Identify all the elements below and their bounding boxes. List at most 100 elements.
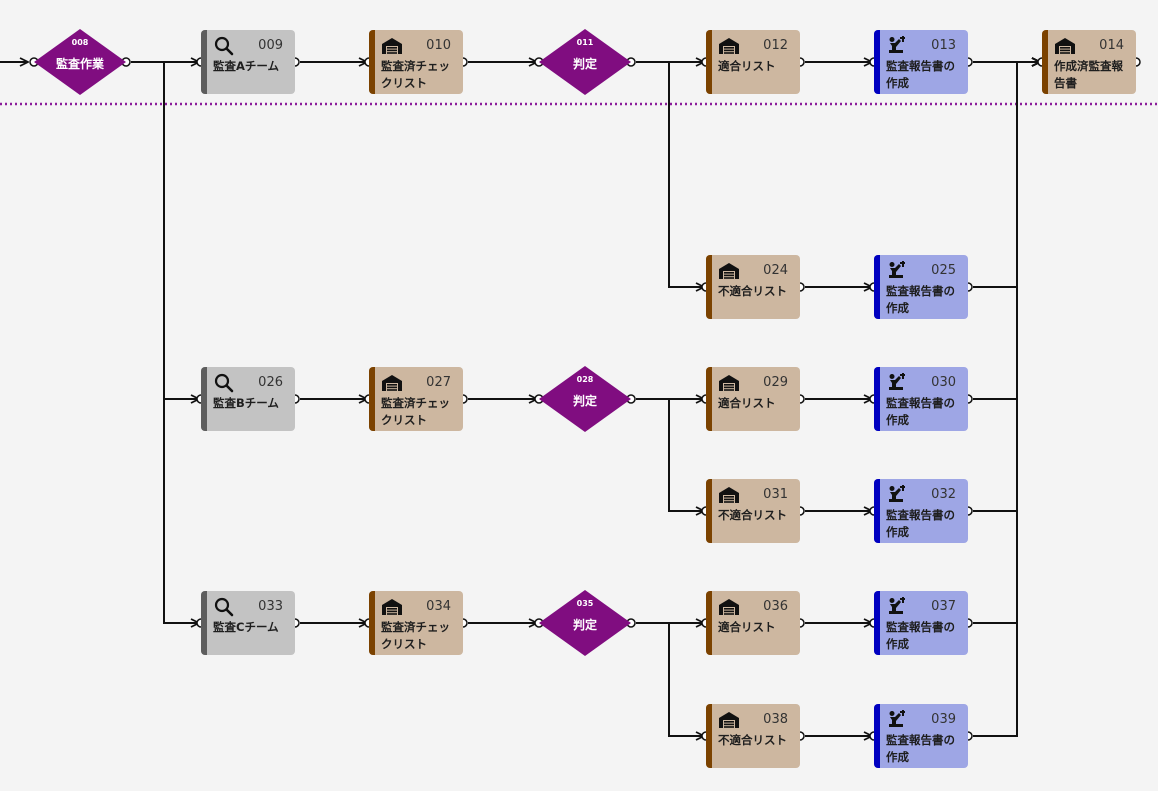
node-accent-bar xyxy=(874,30,880,94)
node-label: 監査報告書の作成 xyxy=(886,508,955,539)
worker-icon xyxy=(886,261,908,281)
node-label: 監査Cチーム xyxy=(213,620,279,634)
decision-node-label: 判定 xyxy=(572,57,597,71)
worker-icon xyxy=(886,597,908,617)
magnifier-icon xyxy=(213,373,235,393)
node-accent-bar xyxy=(706,591,712,655)
node-label: 不適合リスト xyxy=(718,284,787,298)
decision-node-id: 035 xyxy=(576,599,594,608)
node-label: 監査報告書の作成 xyxy=(886,396,955,427)
review-node-033[interactable]: 033 監査Cチーム xyxy=(201,591,295,655)
node-label: 不適合リスト xyxy=(718,733,787,747)
node-accent-bar xyxy=(706,30,712,94)
store-node-029[interactable]: 029 適合リスト xyxy=(706,367,800,431)
node-id: 024 xyxy=(763,263,788,278)
node-accent-bar xyxy=(874,479,880,543)
node-label: 監査済チェックリスト xyxy=(381,396,450,427)
decision-node-011[interactable]: 011 判定 xyxy=(539,29,631,95)
decision-diamond-shape xyxy=(539,590,631,656)
magnifier-icon xyxy=(213,36,235,56)
warehouse-icon xyxy=(718,261,740,281)
node-accent-bar xyxy=(874,591,880,655)
warehouse-icon xyxy=(718,485,740,505)
node-accent-bar xyxy=(706,704,712,768)
node-id: 010 xyxy=(426,38,451,53)
node-id: 031 xyxy=(763,487,788,502)
node-label: 適合リスト xyxy=(718,620,776,634)
node-id: 014 xyxy=(1099,38,1124,53)
store-node-031[interactable]: 031 不適合リスト xyxy=(706,479,800,543)
decision-node-label: 判定 xyxy=(572,618,597,632)
node-label: 不適合リスト xyxy=(718,508,787,522)
decision-node-label: 判定 xyxy=(572,394,597,408)
warehouse-icon xyxy=(718,373,740,393)
decision-node-label: 監査作業 xyxy=(55,57,104,71)
store-node-024[interactable]: 024 不適合リスト xyxy=(706,255,800,319)
node-accent-bar xyxy=(706,479,712,543)
connector-037-014 xyxy=(973,62,1040,624)
node-id: 039 xyxy=(931,712,956,727)
connector-035-038 xyxy=(636,622,704,736)
task-node-037[interactable]: 037 監査報告書の作成 xyxy=(874,591,968,655)
node-label: 監査Bチーム xyxy=(213,396,279,410)
node-label: 監査済チェックリスト xyxy=(381,59,450,90)
task-node-030[interactable]: 030 監査報告書の作成 xyxy=(874,367,968,431)
node-id: 037 xyxy=(931,599,956,614)
store-node-036[interactable]: 036 適合リスト xyxy=(706,591,800,655)
task-node-025[interactable]: 025 監査報告書の作成 xyxy=(874,255,968,319)
node-label: 適合リスト xyxy=(718,59,776,73)
node-label: 監査報告書の作成 xyxy=(886,59,955,90)
connector-008-033 xyxy=(131,61,199,623)
node-accent-bar xyxy=(201,591,207,655)
decision-diamond-shape xyxy=(34,29,126,95)
node-id: 033 xyxy=(258,599,283,614)
node-id: 038 xyxy=(763,712,788,727)
node-label: 監査報告書の作成 xyxy=(886,284,955,315)
worker-icon xyxy=(886,710,908,730)
decision-diamond-shape xyxy=(539,366,631,432)
node-label: 適合リスト xyxy=(718,396,776,410)
store-node-038[interactable]: 038 不適合リスト xyxy=(706,704,800,768)
node-id: 030 xyxy=(931,375,956,390)
node-accent-bar xyxy=(369,30,375,94)
node-id: 026 xyxy=(258,375,283,390)
store-node-012[interactable]: 012 適合リスト xyxy=(706,30,800,94)
warehouse-icon xyxy=(718,36,740,56)
warehouse-icon xyxy=(1054,36,1076,56)
node-id: 012 xyxy=(763,38,788,53)
worker-icon xyxy=(886,373,908,393)
node-accent-bar xyxy=(706,255,712,319)
task-node-013[interactable]: 013 監査報告書の作成 xyxy=(874,30,968,94)
review-node-026[interactable]: 026 監査Bチーム xyxy=(201,367,295,431)
node-accent-bar xyxy=(201,30,207,94)
node-label: 作成済監査報告書 xyxy=(1054,59,1123,90)
node-accent-bar xyxy=(874,255,880,319)
warehouse-icon xyxy=(718,710,740,730)
worker-icon xyxy=(886,36,908,56)
node-id: 029 xyxy=(763,375,788,390)
store-node-010[interactable]: 010 監査済チェックリスト xyxy=(369,30,463,94)
connector-011-024 xyxy=(636,61,704,287)
store-node-014[interactable]: 014 作成済監査報告書 xyxy=(1042,30,1136,94)
node-id: 034 xyxy=(426,599,451,614)
decision-node-id: 011 xyxy=(576,38,594,47)
node-id: 025 xyxy=(931,263,956,278)
node-label: 監査Aチーム xyxy=(213,59,280,73)
connector-028-031 xyxy=(636,398,704,511)
warehouse-icon xyxy=(381,373,403,393)
node-id: 013 xyxy=(931,38,956,53)
node-label: 監査報告書の作成 xyxy=(886,620,955,651)
node-accent-bar xyxy=(369,591,375,655)
connector-030-014 xyxy=(973,62,1040,400)
magnifier-icon xyxy=(213,597,235,617)
node-id: 036 xyxy=(763,599,788,614)
decision-node-035[interactable]: 035 判定 xyxy=(539,590,631,656)
